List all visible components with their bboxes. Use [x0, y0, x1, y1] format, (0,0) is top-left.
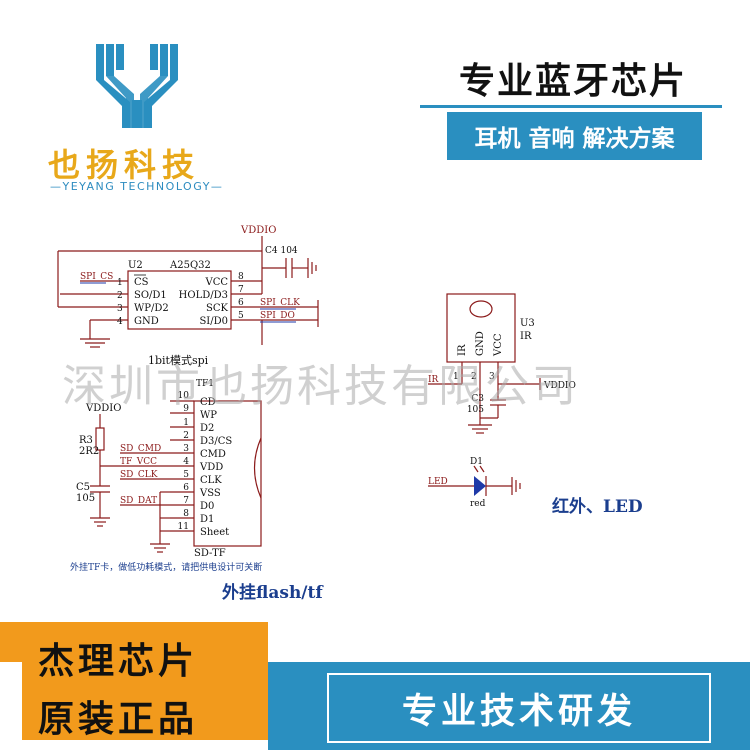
ir-receiver-body: [446, 293, 516, 363]
tf-pin-name: WP: [200, 410, 217, 421]
net-led: LED: [428, 477, 448, 487]
tf-pin-name: D1: [200, 514, 214, 525]
tf-pin-name: CLK: [200, 475, 222, 486]
flash-tf-label: 外挂flash/tf: [222, 583, 323, 603]
u3-pin2-name: GND: [475, 331, 486, 356]
u3-pin1-num: 1: [453, 372, 459, 382]
net-ir: IR: [428, 375, 439, 385]
tf-pin-name: VSS: [199, 488, 221, 499]
tf-vddio-label: VDDIO: [85, 403, 121, 414]
page-title: 专业蓝牙芯片: [458, 61, 687, 102]
u3-part: IR: [520, 331, 532, 342]
u2-vddio-label: VDDIO: [240, 225, 276, 236]
schematic-diagram: VDDIO C4 104 U2 A25Q32 SPI_CS 1 2 3 4 CS…: [57, 225, 576, 559]
tf-pin-num: 2: [183, 431, 189, 441]
title-underline: [420, 105, 722, 108]
u2-pin2-num: 2: [117, 291, 123, 301]
footer-slogan: 专业技术研发: [327, 673, 711, 743]
net-spi-clk: SPI_CLK: [260, 298, 300, 308]
u2-chip-body: [127, 270, 232, 330]
u2-pin7-num: 7: [238, 285, 244, 295]
tf-pin-name: CD: [200, 397, 216, 408]
tf-pin-num: 7: [183, 496, 189, 506]
brand-name: 也扬科技: [48, 146, 201, 184]
tf-note: 外挂TF卡，做低功耗模式，请把供电设计可关断: [70, 563, 263, 573]
ir-led-label: 红外、LED: [552, 497, 643, 517]
led-diode-icon: [474, 476, 486, 496]
tf-pin-num: 5: [183, 470, 189, 480]
net-sd-cmd: SD_CMD: [120, 444, 161, 454]
u3-pin2-num: 2: [471, 372, 477, 382]
tf-pin-num: 4: [183, 457, 189, 467]
tf-ref: TF1: [196, 379, 214, 389]
footer-line2: 原装正品: [38, 699, 199, 740]
c5-label: C5: [76, 482, 90, 493]
u3-pin3-name: VCC: [493, 333, 504, 357]
c5-value: 105: [76, 493, 95, 504]
tf-pin-name: VDD: [199, 462, 223, 473]
r3-value: 2R2: [79, 446, 99, 457]
u2-pin5-name: SI/D0: [199, 316, 228, 327]
tf-pin-num: 10: [178, 391, 190, 401]
net-spi-cs: SPI_CS: [80, 272, 113, 282]
u2-ref: U2: [128, 260, 143, 271]
u2-pin7-name: HOLD/D3: [179, 290, 228, 301]
tf-pin-name: D3/CS: [200, 436, 232, 447]
tf-pin-name: D0: [200, 501, 214, 512]
u2-pin2-name: SO/D1: [134, 290, 167, 301]
u3-pin1-name: IR: [457, 344, 468, 356]
net-sd-clk: SD_CLK: [120, 470, 158, 480]
r3-label: R3: [79, 435, 93, 446]
u2-pin6-name: SCK: [206, 303, 229, 314]
tf-pin-num: 6: [183, 483, 189, 493]
u2-pin8-name: VCC: [204, 277, 228, 288]
u2-part: A25Q32: [169, 260, 211, 271]
brand-subtitle: —YEYANG TECHNOLOGY—: [50, 180, 224, 193]
tf-pin-num: 9: [183, 404, 189, 414]
u2-pin4-num: 4: [117, 317, 123, 327]
tf-pin-name: Sheet: [200, 527, 229, 538]
yeyang-logo-icon: [96, 44, 178, 128]
footer-line1: 杰理芯片: [38, 641, 199, 682]
u2-pin3-num: 3: [117, 304, 123, 314]
u3-vddio-label: VDDIO: [543, 381, 576, 391]
tf-pin-name: CMD: [200, 449, 226, 460]
u2-mode-label: 1bit模式spi: [148, 354, 209, 367]
net-spi-do: SPI_DO: [260, 311, 295, 321]
tf-pin-num: 3: [183, 444, 189, 454]
u3-pin3-num: 3: [489, 372, 495, 382]
tf-pin-num: 11: [178, 522, 189, 532]
c3-label: C3: [471, 394, 484, 404]
net-tf-vcc: TF_VCC: [120, 457, 157, 467]
u2-pin4-name: GND: [134, 316, 159, 327]
ir-lens: [469, 300, 493, 318]
net-sd-dat: SD_DAT: [120, 496, 157, 506]
u2-pin5-num: 5: [238, 311, 244, 321]
u3-ref: U3: [520, 318, 535, 329]
tf-socket-body: [193, 400, 262, 547]
tf-pin-name: D2: [200, 423, 214, 434]
company-watermark: 深圳市也扬科技有限公司: [62, 361, 579, 412]
d1-ref: D1: [470, 457, 483, 467]
u2-pin3-name: WP/D2: [134, 303, 169, 314]
tf-pin-num: 8: [183, 509, 189, 519]
u2-pin1-num: 1: [117, 278, 123, 288]
u2-pin8-num: 8: [238, 272, 244, 282]
orange-tab: [0, 622, 22, 662]
solution-badge: 耳机 音响 解决方案: [447, 112, 702, 160]
d1-color: red: [470, 499, 486, 509]
blue-footer-bar: [268, 662, 750, 750]
c4-label: C4 104: [265, 246, 298, 256]
orange-promo-box: [22, 622, 268, 740]
u2-pin6-num: 6: [238, 298, 244, 308]
c3-value: 105: [467, 405, 484, 415]
tf-pin-num: 1: [183, 418, 189, 428]
u2-pin1-name: CS: [134, 277, 149, 288]
tf-part: SD-TF: [194, 548, 226, 559]
